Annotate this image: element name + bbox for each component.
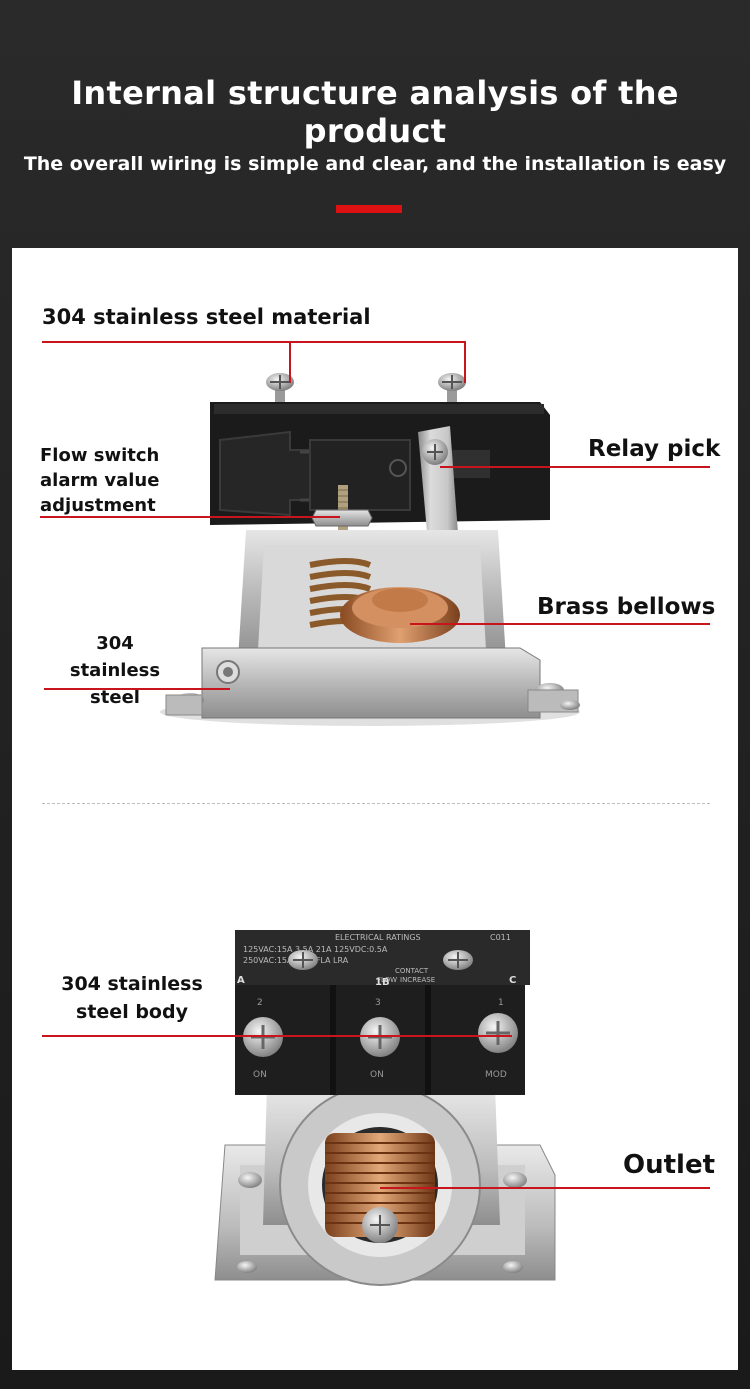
callout-brass-bellows: Brass bellows [537,594,716,620]
terminal-a: A [237,975,245,986]
contact-label: CONTACT [395,967,429,975]
callout-flow-switch-adjust: Flow switch alarm value adjustment [40,445,160,516]
callout-stainless-body: 304 stainless steel body [61,973,203,1023]
section-divider [42,803,710,804]
callout-stainless-steel: 304 stainless steel [69,633,161,708]
terminal-number-3: 3 [375,998,381,1008]
callout-line [380,1187,710,1189]
model-number: C011 [490,933,511,942]
title-accent-bar [336,205,402,213]
callout-line [42,341,466,343]
pressure-switch-front-image: ELECTRICAL RATINGS C011 125VAC:15A 3.5A … [214,930,556,1286]
callout-relay-pick: Relay pick [588,436,721,462]
terminal-c: C [509,975,516,986]
callout-line [40,516,340,518]
ratings-line-1: 125VAC:15A 3.5A 21A 125VDC:0.5A [243,945,388,954]
page-title: Internal structure analysis of the produ… [71,74,679,150]
callout-line [42,1035,512,1037]
callout-line [440,466,710,468]
callout-line [410,623,710,625]
callout-stainless-material: 304 stainless steel material [42,305,371,329]
callout-line [44,688,230,690]
terminal-number-2: 2 [257,998,263,1008]
hero-banner: Internal structure analysis of the produ… [0,0,750,248]
terminal-on-mid: ON [370,1070,384,1080]
terminal-number-1: 1 [498,998,504,1008]
page-subtitle: The overall wiring is simple and clear, … [23,153,727,175]
terminal-on-right: MOD [485,1070,507,1080]
callout-line [289,341,291,383]
ratings-header: ELECTRICAL RATINGS [335,933,421,942]
flow-label: FLOW [377,976,397,984]
callout-line [464,341,466,383]
terminal-1b: 1B [375,977,390,988]
pressure-switch-top-image [160,373,580,726]
increase-label: INCREASE [400,976,435,984]
terminal-on-left: ON [253,1070,267,1080]
callout-outlet: Outlet [623,1150,716,1180]
